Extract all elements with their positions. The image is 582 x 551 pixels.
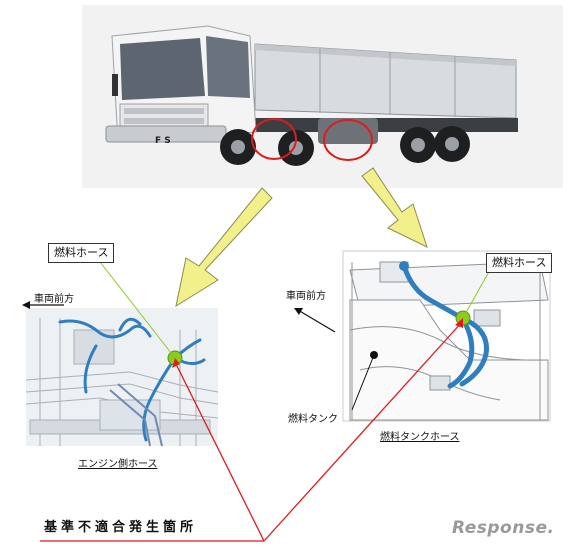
- fuel-hose-label-right: 燃料ホース: [486, 253, 553, 273]
- engine-side-detail: [25, 308, 219, 447]
- vehicle-front-label-left: 車両前方: [34, 294, 74, 305]
- nonconformity-callout-lines: [40, 321, 463, 542]
- fuel-hose-label-left: 燃料ホース: [48, 243, 115, 263]
- response-watermark: Response.: [452, 518, 555, 538]
- right-hose-leader: [462, 267, 492, 319]
- fuel-tank-hose-caption: 燃料タンクホース: [380, 432, 460, 443]
- left-hose-leader: [99, 261, 176, 359]
- vehicle-front-arrow-right: [297, 309, 336, 333]
- arrow-to-tank-detail: [361, 167, 428, 248]
- fuel-tank-detail: [342, 250, 551, 422]
- tank-area-highlight: [323, 119, 373, 161]
- fuel-tank-label: 燃料タンク: [288, 414, 338, 425]
- nonconformity-location-label: 基準不適合発生箇所: [44, 520, 198, 535]
- engine-side-hose-caption: エンジン側ホース: [78, 459, 158, 470]
- fuel-tank-leader: [351, 354, 375, 411]
- vehicle-front-label-right: 車両前方: [286, 291, 326, 302]
- truck-illustration: [105, 25, 518, 166]
- cab-badge: F S: [155, 136, 171, 146]
- engine-area-highlight: [251, 118, 297, 160]
- arrow-to-engine-detail: [175, 187, 273, 308]
